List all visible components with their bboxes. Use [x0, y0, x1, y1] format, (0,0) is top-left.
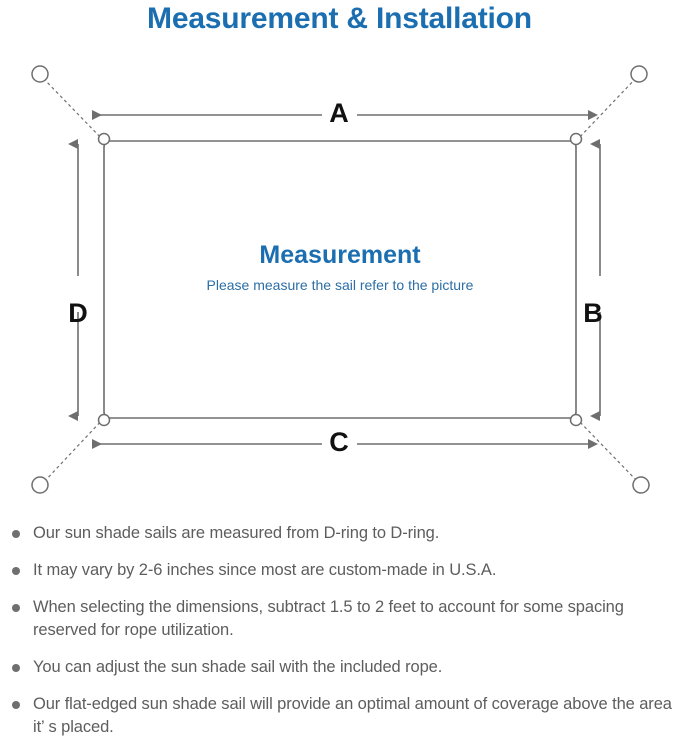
bullet-icon	[12, 604, 20, 612]
page-title: Measurement & Installation	[147, 2, 532, 35]
list-item: Our sun shade sails are measured from D-…	[0, 522, 679, 545]
d-ring-top-left	[97, 132, 111, 146]
bullet-icon	[12, 530, 20, 538]
dimension-label-b: B	[583, 298, 603, 328]
bullet-icon	[12, 701, 20, 709]
rope-top-left	[41, 76, 105, 142]
dimension-label-d: D	[68, 298, 88, 328]
anchor-point-top-left	[31, 65, 49, 83]
anchor-point-bottom-left	[31, 476, 49, 494]
sail-caption: Please measure the sail refer to the pic…	[206, 277, 474, 293]
note-text: When selecting the dimensions, subtract …	[33, 598, 624, 639]
measurement-diagram: A B C D Measurement Please measure the s…	[0, 44, 679, 514]
d-ring-bottom-left	[97, 413, 111, 427]
d-ring-top-right	[569, 132, 583, 146]
diagram-canvas	[31, 65, 650, 494]
rope-bottom-left	[41, 417, 105, 485]
list-item: It may vary by 2-6 inches since most are…	[0, 559, 679, 582]
note-text: It may vary by 2-6 inches since most are…	[33, 561, 497, 579]
note-text: You can adjust the sun shade sail with t…	[33, 658, 443, 676]
sail-center-text: Measurement Please measure the sail refe…	[104, 240, 576, 294]
bullet-icon	[12, 567, 20, 575]
anchor-point-bottom-right	[632, 476, 650, 494]
rope-top-right	[575, 75, 639, 142]
list-item: Our flat-edged sun shade sail will provi…	[0, 693, 679, 739]
note-text: Our sun shade sails are measured from D-…	[33, 524, 440, 542]
sail-rectangle	[103, 140, 577, 419]
rope-bottom-right	[575, 417, 641, 485]
bullet-icon	[12, 664, 20, 672]
d-ring-bottom-right	[569, 413, 583, 427]
notes-list: Our sun shade sails are measured from D-…	[0, 522, 679, 739]
list-item: When selecting the dimensions, subtract …	[0, 596, 679, 642]
dimension-label-a: A	[329, 98, 349, 128]
list-item: You can adjust the sun shade sail with t…	[0, 656, 679, 679]
note-text: Our flat-edged sun shade sail will provi…	[33, 695, 672, 736]
anchor-point-top-right	[630, 65, 648, 83]
sail-heading: Measurement	[259, 241, 421, 269]
dimension-label-c: C	[329, 427, 349, 457]
